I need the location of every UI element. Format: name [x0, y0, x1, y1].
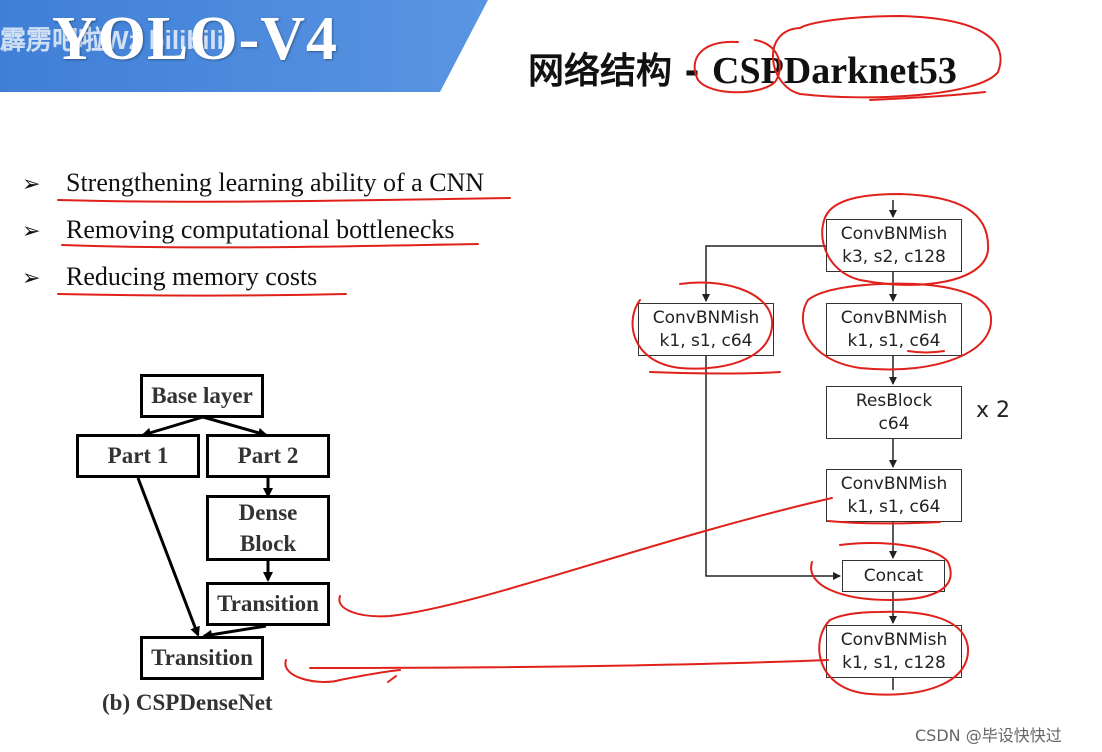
box-params: k1, s1, c64 [847, 330, 941, 351]
base-layer-box: Base layer [140, 374, 264, 418]
convbnmish-box-5: ConvBNMish k1, s1, c128 [826, 625, 962, 678]
box-params: k3, s2, c128 [842, 246, 946, 267]
box-label: ConvBNMish [840, 474, 948, 495]
box-label: ConvBNMish [840, 630, 948, 651]
page-title: YOLO-V4 [52, 5, 338, 73]
box-params: k1, s1, c128 [842, 652, 946, 673]
convbnmish-box-3: ConvBNMish k1, s1, c64 [826, 303, 962, 356]
box-label: Concat [863, 565, 924, 586]
bullet-item: ➢ Strengthening learning ability of a CNN [22, 168, 484, 198]
box-label: ResBlock [855, 391, 933, 412]
part2-box: Part 2 [206, 434, 330, 478]
box-params: c64 [878, 413, 910, 434]
box-params: k1, s1, c64 [847, 496, 941, 517]
bullet-item: ➢ Reducing memory costs [22, 262, 317, 292]
arrow-bullet-icon: ➢ [22, 171, 41, 196]
concat-box: Concat [842, 560, 945, 592]
convbnmish-box-1: ConvBNMish k3, s2, c128 [826, 219, 962, 272]
arrow-bullet-icon: ➢ [22, 265, 41, 290]
dense-block-box: Dense Block [206, 495, 330, 561]
repeat-label: x 2 [976, 398, 1011, 423]
bullet-text: Removing computational bottlenecks [66, 215, 455, 244]
box-params: k1, s1, c64 [659, 330, 753, 351]
bullet-item: ➢ Removing computational bottlenecks [22, 215, 454, 245]
bullet-text: Strengthening learning ability of a CNN [66, 168, 485, 197]
slide-title-cn: 网络结构 - [528, 51, 713, 92]
resblock-box: ResBlock c64 [826, 386, 962, 439]
csdn-credit: CSDN @毕设快快过 [915, 726, 1062, 745]
transition-box-1: Transition [206, 582, 330, 626]
slide-title-en: CSPDarknet53 [712, 50, 957, 92]
diagram-caption: (b) CSPDenseNet [102, 690, 273, 715]
header-banner [0, 0, 488, 92]
part1-box: Part 1 [76, 434, 200, 478]
transition-box-2: Transition [140, 636, 264, 680]
box-label: ConvBNMish [652, 308, 760, 329]
bullet-text: Reducing memory costs [66, 262, 318, 291]
box-label: ConvBNMish [840, 308, 948, 329]
arrow-bullet-icon: ➢ [22, 218, 41, 243]
convbnmish-box-4: ConvBNMish k1, s1, c64 [826, 469, 962, 522]
convbnmish-box-2: ConvBNMish k1, s1, c64 [638, 303, 774, 356]
slide-title: 网络结构 - CSPDarknet53 [528, 42, 957, 94]
video-watermark: 霹雳吧啦Wz bilibili [0, 25, 224, 55]
box-label: ConvBNMish [840, 224, 948, 245]
